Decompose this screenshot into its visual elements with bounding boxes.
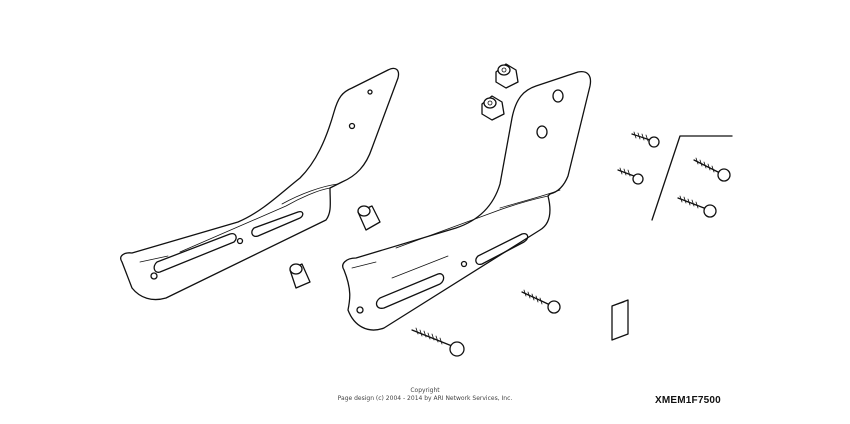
copyright-text: Page design (c) 2004 - 2014 by ARI Netwo… [337,395,513,402]
diagram-code: XMEM1F7500 [655,395,721,406]
bolt-1[interactable] [631,131,660,148]
bolt-4[interactable] [677,195,717,218]
right-bracket-part[interactable] [342,70,592,331]
spacer-upper[interactable] [357,205,381,231]
left-bracket-part[interactable] [120,67,400,301]
reflector-pad-part[interactable] [611,299,629,341]
bolt-6[interactable] [411,327,465,357]
bolt-2[interactable] [617,167,644,185]
copyright-notice: Copyright Page design (c) 2004 - 2014 by… [300,387,550,403]
flange-nut-lower[interactable] [481,95,505,121]
divider-line [651,135,733,221]
copyright-title: Copyright [410,387,440,394]
bolt-3[interactable] [693,157,731,182]
bolt-5[interactable] [521,289,561,314]
flange-nut-upper[interactable] [495,63,519,89]
spacer-lower[interactable] [289,263,311,289]
